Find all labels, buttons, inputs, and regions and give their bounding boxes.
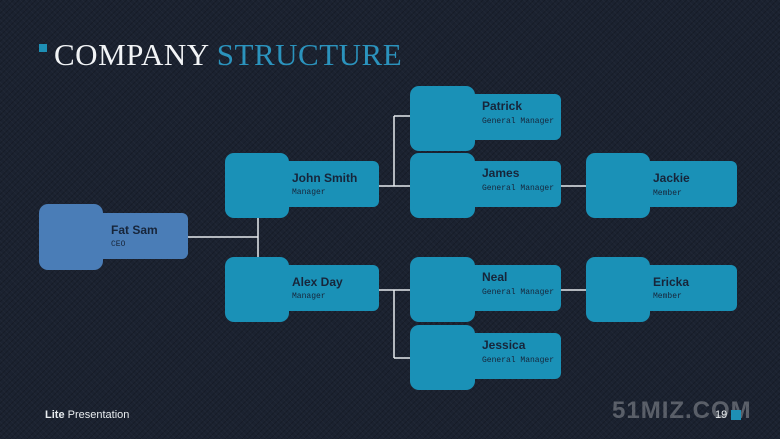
node-role: Manager xyxy=(292,292,326,301)
node-role: General Manager xyxy=(482,356,555,365)
node-role: General Manager xyxy=(482,288,555,297)
org-node-jackie: Jackie Member xyxy=(586,153,737,218)
org-node-neal: Neal General Manager xyxy=(410,257,561,322)
node-name: James xyxy=(482,166,520,180)
node-name: Jessica xyxy=(482,338,526,352)
node-role: General Manager xyxy=(482,117,555,126)
node-name: Jackie xyxy=(653,171,690,185)
title-word-company: COMPANY xyxy=(54,37,209,72)
node-name: Neal xyxy=(482,270,508,284)
org-node-james: James General Manager xyxy=(410,153,561,218)
node-role: CEO xyxy=(111,240,126,249)
org-node-john-smith: John Smith Manager xyxy=(225,153,379,218)
org-node-ericka: Ericka Member xyxy=(586,257,737,322)
node-name: Alex Day xyxy=(292,275,343,289)
footer-brand: Lite Presentation xyxy=(45,409,129,421)
footer-brand-bold: Lite xyxy=(45,409,65,421)
org-node-jessica: Jessica General Manager xyxy=(410,325,561,390)
watermark: 51MIZ.COM xyxy=(612,397,752,424)
node-role: Manager xyxy=(292,188,326,197)
node-name: Ericka xyxy=(653,275,690,289)
node-role: Member xyxy=(653,189,682,198)
org-node-patrick: Patrick General Manager xyxy=(410,86,561,151)
page-title: COMPANY STRUCTURE xyxy=(54,36,402,74)
node-role: Member xyxy=(653,292,682,301)
node-role: General Manager xyxy=(482,184,555,193)
org-node-alex-day: Alex Day Manager xyxy=(225,257,379,322)
org-node-fat-sam: Fat Sam CEO xyxy=(39,204,188,270)
footer-brand-text: Presentation xyxy=(67,409,130,421)
node-name: Fat Sam xyxy=(111,223,158,237)
node-name: John Smith xyxy=(292,171,358,185)
page-corner-icon xyxy=(731,410,741,420)
title-word-structure: STRUCTURE xyxy=(216,37,403,72)
node-name: Patrick xyxy=(482,99,523,113)
page-number: 19 xyxy=(715,409,728,421)
title-accent-square xyxy=(39,44,47,52)
